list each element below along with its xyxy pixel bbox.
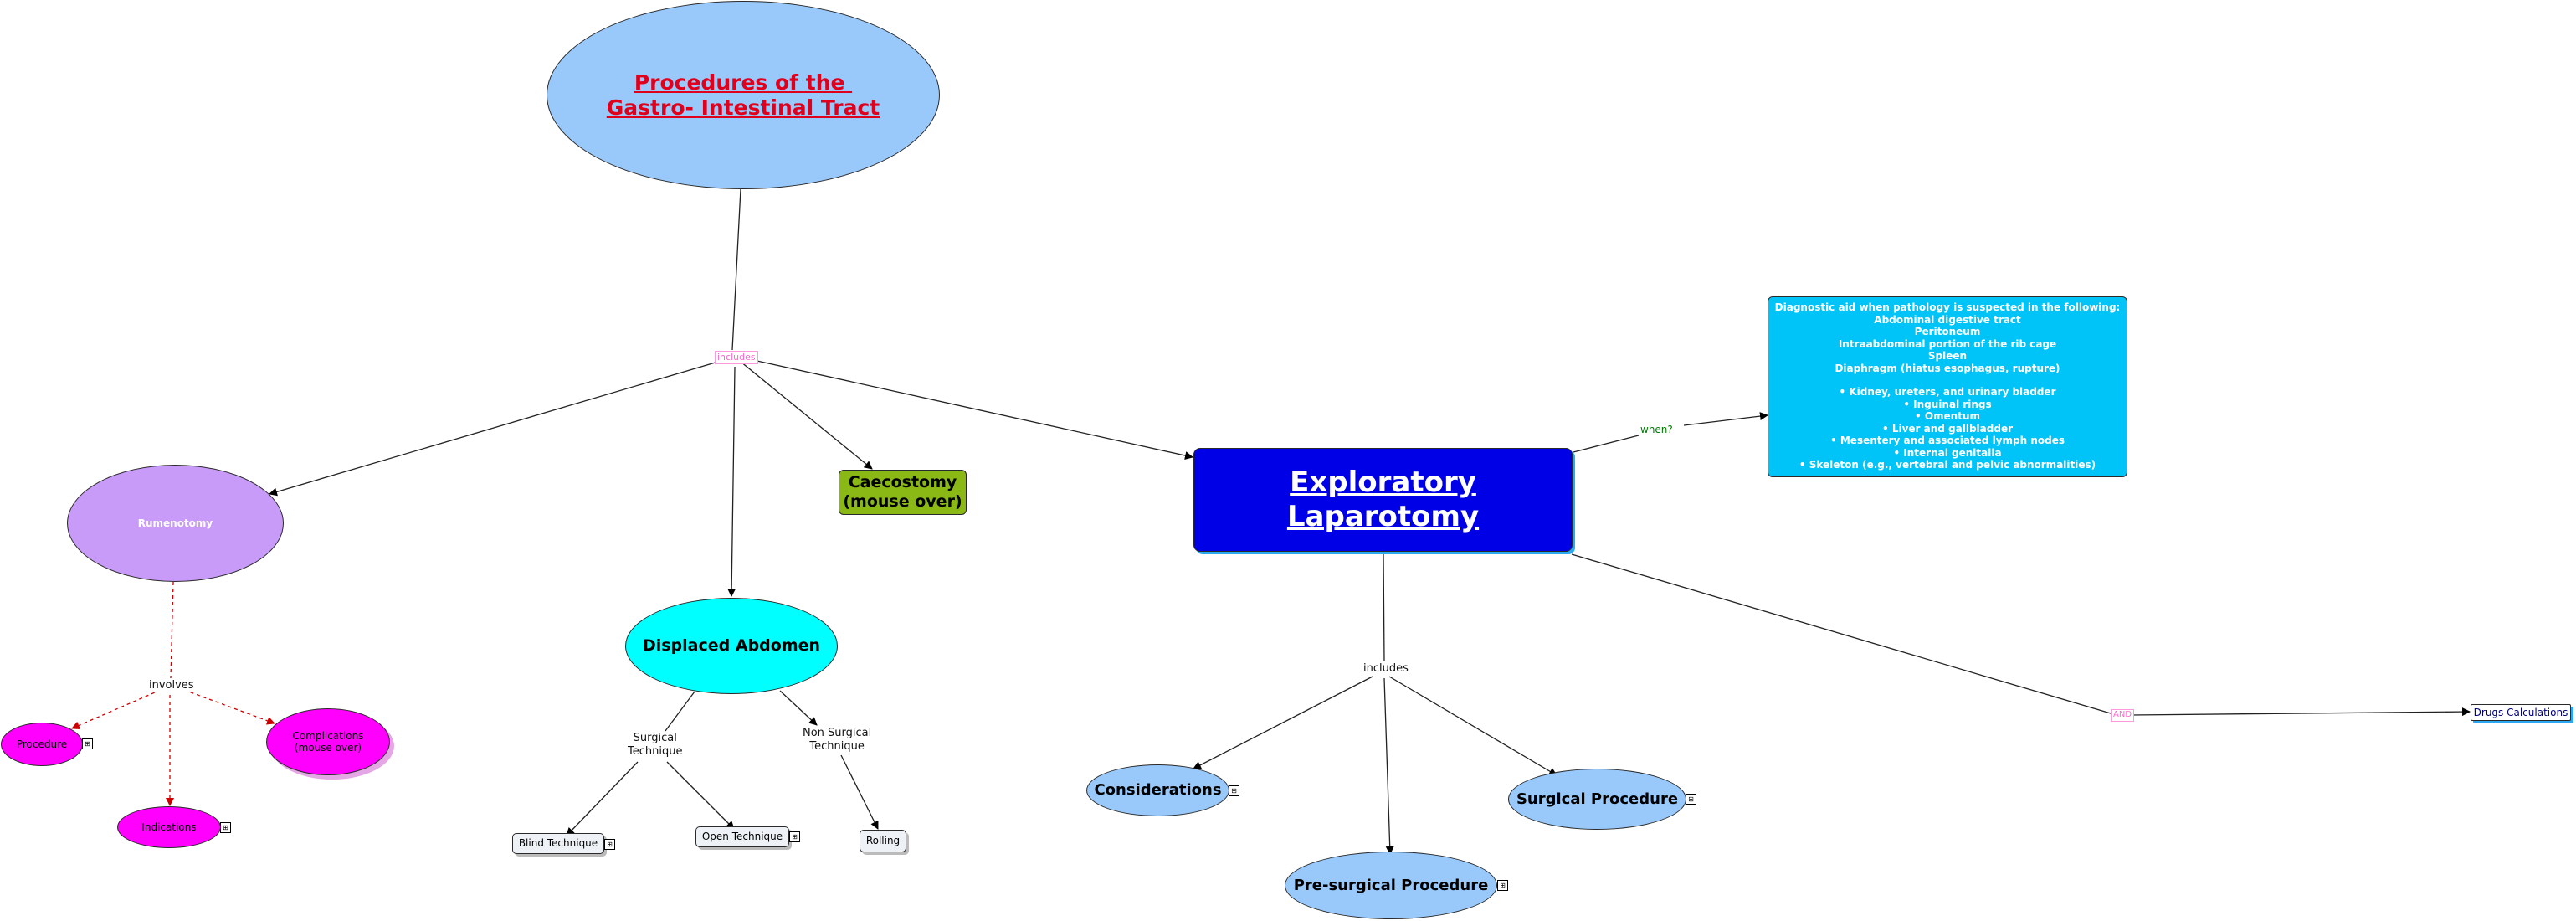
non-surgical-technique-line2: Technique: [809, 740, 865, 754]
indications-node[interactable]: Indications: [117, 806, 221, 848]
diagnostic-bullet: • Omentum: [1914, 410, 1981, 422]
considerations-node[interactable]: Considerations: [1086, 764, 1229, 816]
complications-node[interactable]: Complications (mouse over): [266, 708, 390, 775]
surgical-procedure-label: Surgical Procedure: [1516, 790, 1679, 808]
considerations-label: Considerations: [1094, 781, 1222, 800]
considerations-expand-icon[interactable]: ⊞: [1229, 785, 1239, 796]
edge-involves-complications: [183, 689, 275, 725]
link-label-surgical-technique: Surgical Technique: [626, 732, 685, 759]
link-label-when: when?: [1639, 424, 1675, 436]
blind-technique-node[interactable]: Blind Technique: [512, 833, 604, 854]
surgical-procedure-expand-icon[interactable]: ⊞: [1686, 794, 1696, 805]
drugs-calculations-node[interactable]: Drugs Calculations: [2471, 704, 2571, 721]
diagnostic-item: Intraabdominal portion of the rib cage: [1838, 337, 2057, 350]
exploratory-laparotomy-label[interactable]: Exploratory Laparotomy: [1286, 466, 1480, 533]
diagnostic-item: Peritoneum: [1914, 326, 1981, 337]
displaced-abdomen-label: Displaced Abdomen: [642, 636, 821, 656]
edge-root-hub: [731, 188, 741, 351]
procedure-expand-icon[interactable]: ⊞: [82, 738, 93, 749]
caecostomy-node[interactable]: Caecostomy (mouse over): [839, 470, 967, 515]
diagnostic-aid-node[interactable]: Diagnostic aid when pathology is suspect…: [1768, 296, 2127, 477]
rolling-label: Rolling: [865, 835, 901, 847]
exploratory-laparotomy-node[interactable]: Exploratory Laparotomy: [1193, 448, 1573, 552]
surgical-procedure-node[interactable]: Surgical Procedure: [1508, 769, 1686, 830]
pre-surgical-procedure-label: Pre-surgical Procedure: [1293, 876, 1489, 894]
root-node-gi-procedures[interactable]: Procedures of the Gastro- Intestinal Tra…: [547, 1, 940, 189]
procedure-node[interactable]: Procedure: [1, 723, 83, 766]
diagnostic-bullet: • Internal genitalia: [1893, 446, 2002, 459]
edge-and-drugs: [2131, 707, 2471, 717]
hub-label-includes: includes: [715, 351, 758, 364]
open-technique-node[interactable]: Open Technique: [695, 826, 789, 847]
edge-exploratory-and: [1571, 553, 2112, 714]
edge-surgical-blind: [566, 761, 639, 836]
diagnostic-bullet: • Kidney, ureters, and urinary bladder: [1839, 386, 2056, 398]
diagnostic-bullet: • Inguinal rings: [1903, 398, 1992, 410]
link-label-non-surgical-technique: Non Surgical Technique: [801, 727, 874, 754]
blind-technique-label: Blind Technique: [518, 837, 598, 850]
edge-nonsurgical-rolling: [840, 754, 879, 830]
pre-surgical-procedure-expand-icon[interactable]: ⊞: [1497, 880, 1508, 891]
caecostomy-line1: Caecostomy: [848, 473, 957, 492]
rolling-node[interactable]: Rolling: [860, 830, 906, 852]
non-surgical-technique-line1: Non Surgical: [803, 727, 872, 739]
link-label-and: AND: [2111, 709, 2135, 722]
diagnostic-bullet: • Liver and gallbladder: [1881, 422, 2014, 435]
edge-when-diagnostic: [1683, 412, 1768, 426]
rumenotomy-node[interactable]: Rumenotomy: [67, 465, 284, 582]
drugs-calculations-label: Drugs Calculations: [2473, 706, 2568, 718]
procedure-label: Procedure: [16, 738, 68, 750]
surgical-technique-line2: Technique: [628, 745, 683, 759]
complications-line1: Complications: [292, 729, 364, 742]
edge-hub-rumenotomy: [269, 361, 719, 497]
diagnostic-bullet: • Mesentery and associated lymph nodes: [1830, 435, 2065, 446]
edge-hub-caecostomy: [740, 361, 873, 470]
indications-label: Indications: [141, 821, 197, 833]
indications-expand-icon[interactable]: ⊞: [220, 822, 231, 833]
open-technique-label: Open Technique: [701, 831, 783, 843]
diagnostic-item: Spleen: [1927, 350, 1968, 362]
surgical-technique-line1: Surgical: [633, 732, 677, 744]
edge-exploratory-when: [1573, 435, 1640, 453]
root-title-line2[interactable]: Gastro- Intestinal Tract: [606, 95, 880, 120]
edge-hub-displaced: [727, 366, 736, 597]
diagnostic-item: Diaphragm (hiatus esophagus, rupture): [1835, 362, 2060, 374]
pre-surgical-procedure-node[interactable]: Pre-surgical Procedure: [1285, 852, 1497, 919]
link-label-involves: involves: [147, 679, 196, 693]
link-label-includes: includes: [1362, 662, 1410, 677]
edge-rumenotomy-involves: [170, 581, 174, 679]
caecostomy-line2: (mouse over): [843, 492, 962, 511]
edge-includes-surgical: [1388, 676, 1557, 776]
open-technique-expand-icon[interactable]: ⊞: [789, 831, 800, 842]
edge-includes-considerations: [1193, 676, 1373, 769]
diagnostic-heading: Diagnostic aid when pathology is suspect…: [1774, 301, 2121, 313]
edge-hub-exploratory: [752, 359, 1193, 460]
edge-displaced-surgical: [665, 691, 695, 732]
diagnostic-item: Abdominal digestive tract: [1874, 313, 2021, 326]
edge-displaced-nonsurgical: [779, 690, 818, 726]
edge-exploratory-includes: [1383, 553, 1385, 662]
edge-surgical-open: [666, 761, 735, 830]
root-title-line1[interactable]: Procedures of the: [634, 69, 853, 95]
edge-includes-presurgical: [1383, 677, 1394, 855]
edge-involves-procedure: [71, 689, 162, 730]
displaced-abdomen-node[interactable]: Displaced Abdomen: [625, 598, 838, 694]
rumenotomy-label: Rumenotomy: [137, 517, 213, 529]
blind-technique-expand-icon[interactable]: ⊞: [604, 839, 615, 850]
complications-line2: (mouse over): [294, 742, 362, 754]
diagnostic-bullet: • Skeleton (e.g., vertebral and pelvic a…: [1799, 459, 2096, 471]
